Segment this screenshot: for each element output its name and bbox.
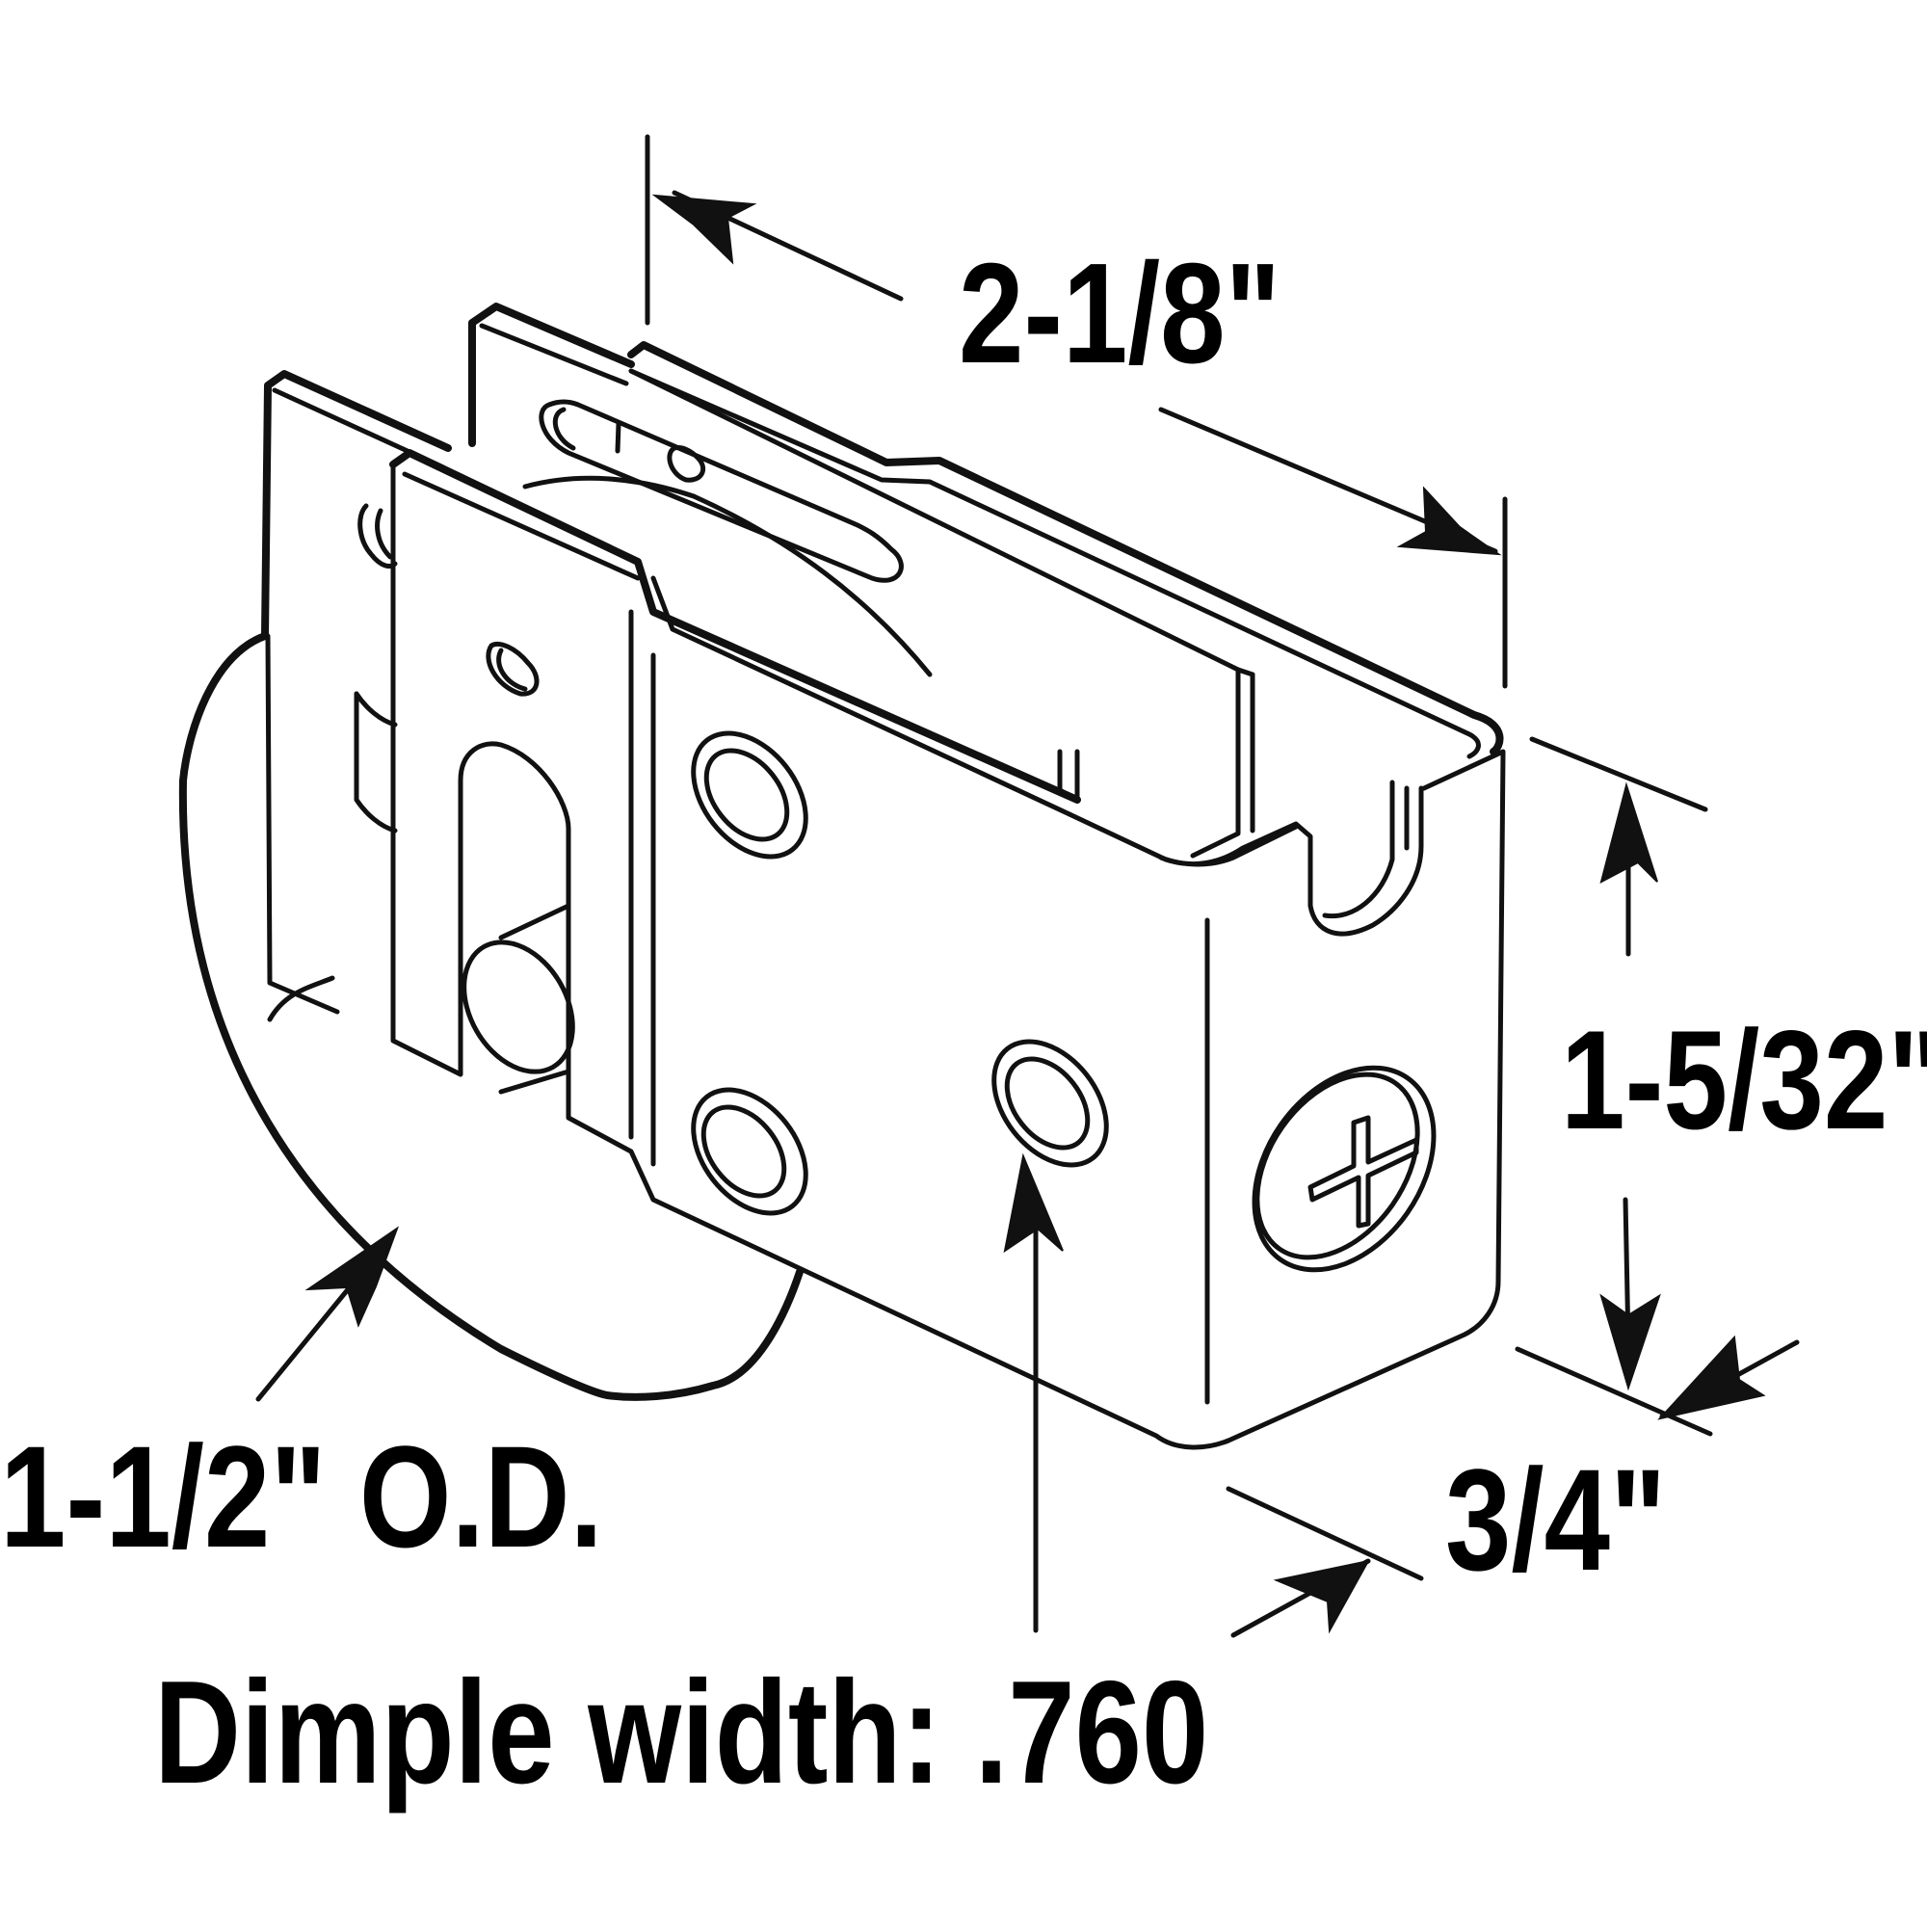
width-label: 3/4" — [1445, 1439, 1667, 1601]
middle-plate — [468, 303, 933, 677]
top-rail — [627, 341, 1504, 759]
length-label: 2-1/8" — [959, 234, 1281, 393]
height-label: 1-5/32" — [1561, 1001, 1927, 1158]
mounting-holes — [462, 641, 1109, 1216]
od-leader — [255, 1226, 400, 1402]
dimple-leader — [1003, 1152, 1064, 1633]
length-dimension — [645, 134, 1508, 689]
roller-wheel — [178, 632, 804, 1401]
wheel-diameter-label: 1-1/2" O.D. — [0, 1416, 603, 1577]
end-bracket — [1158, 667, 1424, 937]
back-plate — [261, 370, 452, 1015]
screw-head-icon — [1252, 1065, 1437, 1273]
height-dimension — [1515, 736, 1713, 1437]
front-plate — [389, 449, 1506, 1450]
dimple-width-label: Dimple width: .760 — [154, 1651, 1209, 1814]
width-dimension — [1226, 1335, 1800, 1638]
